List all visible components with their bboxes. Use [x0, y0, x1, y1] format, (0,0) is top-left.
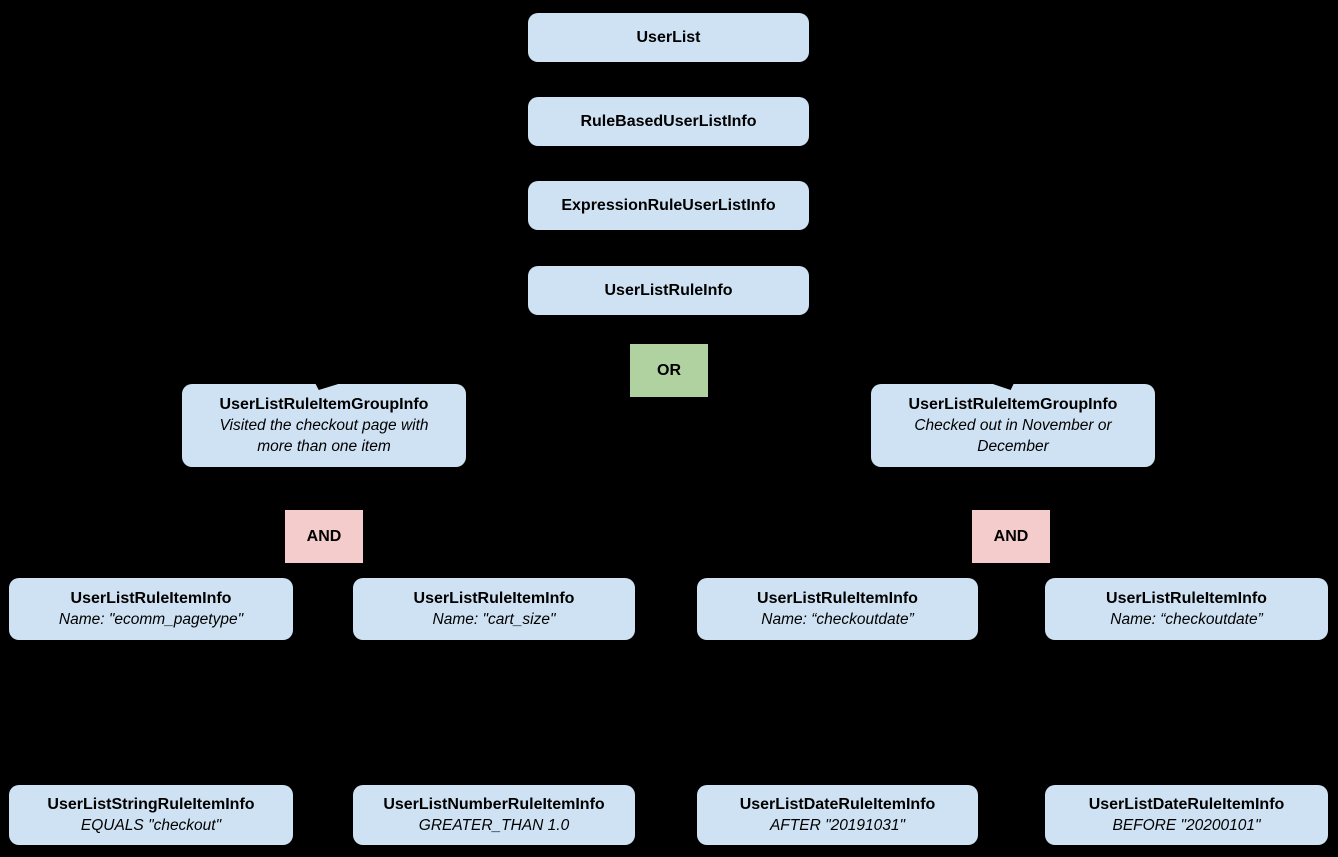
node-rule-item-checkoutdate-1: UserListRuleItemInfo Name: “checkoutdate… — [697, 578, 978, 640]
node-number-rule-item: UserListNumberRuleItemInfo GREATER_THAN … — [353, 785, 635, 845]
node-label: UserListRuleInfo — [604, 282, 733, 299]
node-label: UserListRuleItemInfo — [1106, 590, 1267, 607]
node-user-list-rule-info: UserListRuleInfo — [528, 266, 809, 315]
node-expression-rule-user-list-info: ExpressionRuleUserListInfo — [528, 181, 809, 230]
node-description: Visited the checkout page with more than… — [219, 417, 429, 455]
node-description: Name: "ecomm_pagetype" — [58, 611, 244, 628]
node-rule-item-group-right: UserListRuleItemGroupInfo Checked out in… — [871, 384, 1155, 467]
node-label: ExpressionRuleUserListInfo — [561, 197, 776, 214]
node-label: AND — [306, 528, 342, 545]
node-label: UserListRuleItemInfo — [413, 590, 575, 607]
node-userlist: UserList — [528, 13, 809, 62]
node-label: RuleBasedUserListInfo — [580, 113, 757, 130]
node-rule-item-group-left: UserListRuleItemGroupInfo Visited the ch… — [182, 384, 466, 467]
node-label: UserListStringRuleItemInfo — [47, 796, 255, 813]
node-description: Checked out in November or December — [914, 417, 1112, 455]
node-date-rule-item-before: UserListDateRuleItemInfo BEFORE "2020010… — [1045, 785, 1328, 845]
node-description: GREATER_THAN 1.0 — [418, 817, 570, 834]
node-label: AND — [993, 528, 1029, 545]
connector-arrowhead-icon — [984, 381, 1015, 390]
node-rule-item-ecomm-pagetype: UserListRuleItemInfo Name: "ecomm_pagety… — [9, 578, 293, 640]
node-description: AFTER "20191031" — [769, 817, 906, 834]
connector-arrowhead-icon — [314, 381, 348, 390]
node-label: UserListDateRuleItemInfo — [1088, 796, 1285, 813]
node-description: Name: “checkoutdate” — [1110, 611, 1263, 628]
node-rule-based-user-list-info: RuleBasedUserListInfo — [528, 97, 809, 146]
node-label: UserListRuleItemInfo — [70, 590, 232, 607]
node-date-rule-item-after: UserListDateRuleItemInfo AFTER "20191031… — [697, 785, 978, 845]
node-label: UserListRuleItemGroupInfo — [219, 396, 429, 413]
node-and-operator-right: AND — [972, 510, 1050, 563]
node-label: OR — [657, 362, 681, 379]
node-and-operator-left: AND — [285, 510, 363, 563]
node-label: UserListDateRuleItemInfo — [739, 796, 936, 813]
node-description: BEFORE "20200101" — [1112, 817, 1261, 834]
node-label: UserList — [636, 29, 701, 46]
node-label: UserListNumberRuleItemInfo — [383, 796, 605, 813]
node-description: Name: “checkoutdate” — [761, 611, 914, 628]
node-label: UserListRuleItemGroupInfo — [908, 396, 1118, 413]
node-label: UserListRuleItemInfo — [757, 590, 918, 607]
node-rule-item-cart-size: UserListRuleItemInfo Name: "cart_size" — [353, 578, 635, 640]
node-description: Name: "cart_size" — [432, 611, 556, 628]
node-or-operator: OR — [630, 344, 708, 397]
node-rule-item-checkoutdate-2: UserListRuleItemInfo Name: “checkoutdate… — [1045, 578, 1328, 640]
node-string-rule-item: UserListStringRuleItemInfo EQUALS "check… — [9, 785, 293, 845]
node-description: EQUALS "checkout" — [80, 817, 222, 834]
